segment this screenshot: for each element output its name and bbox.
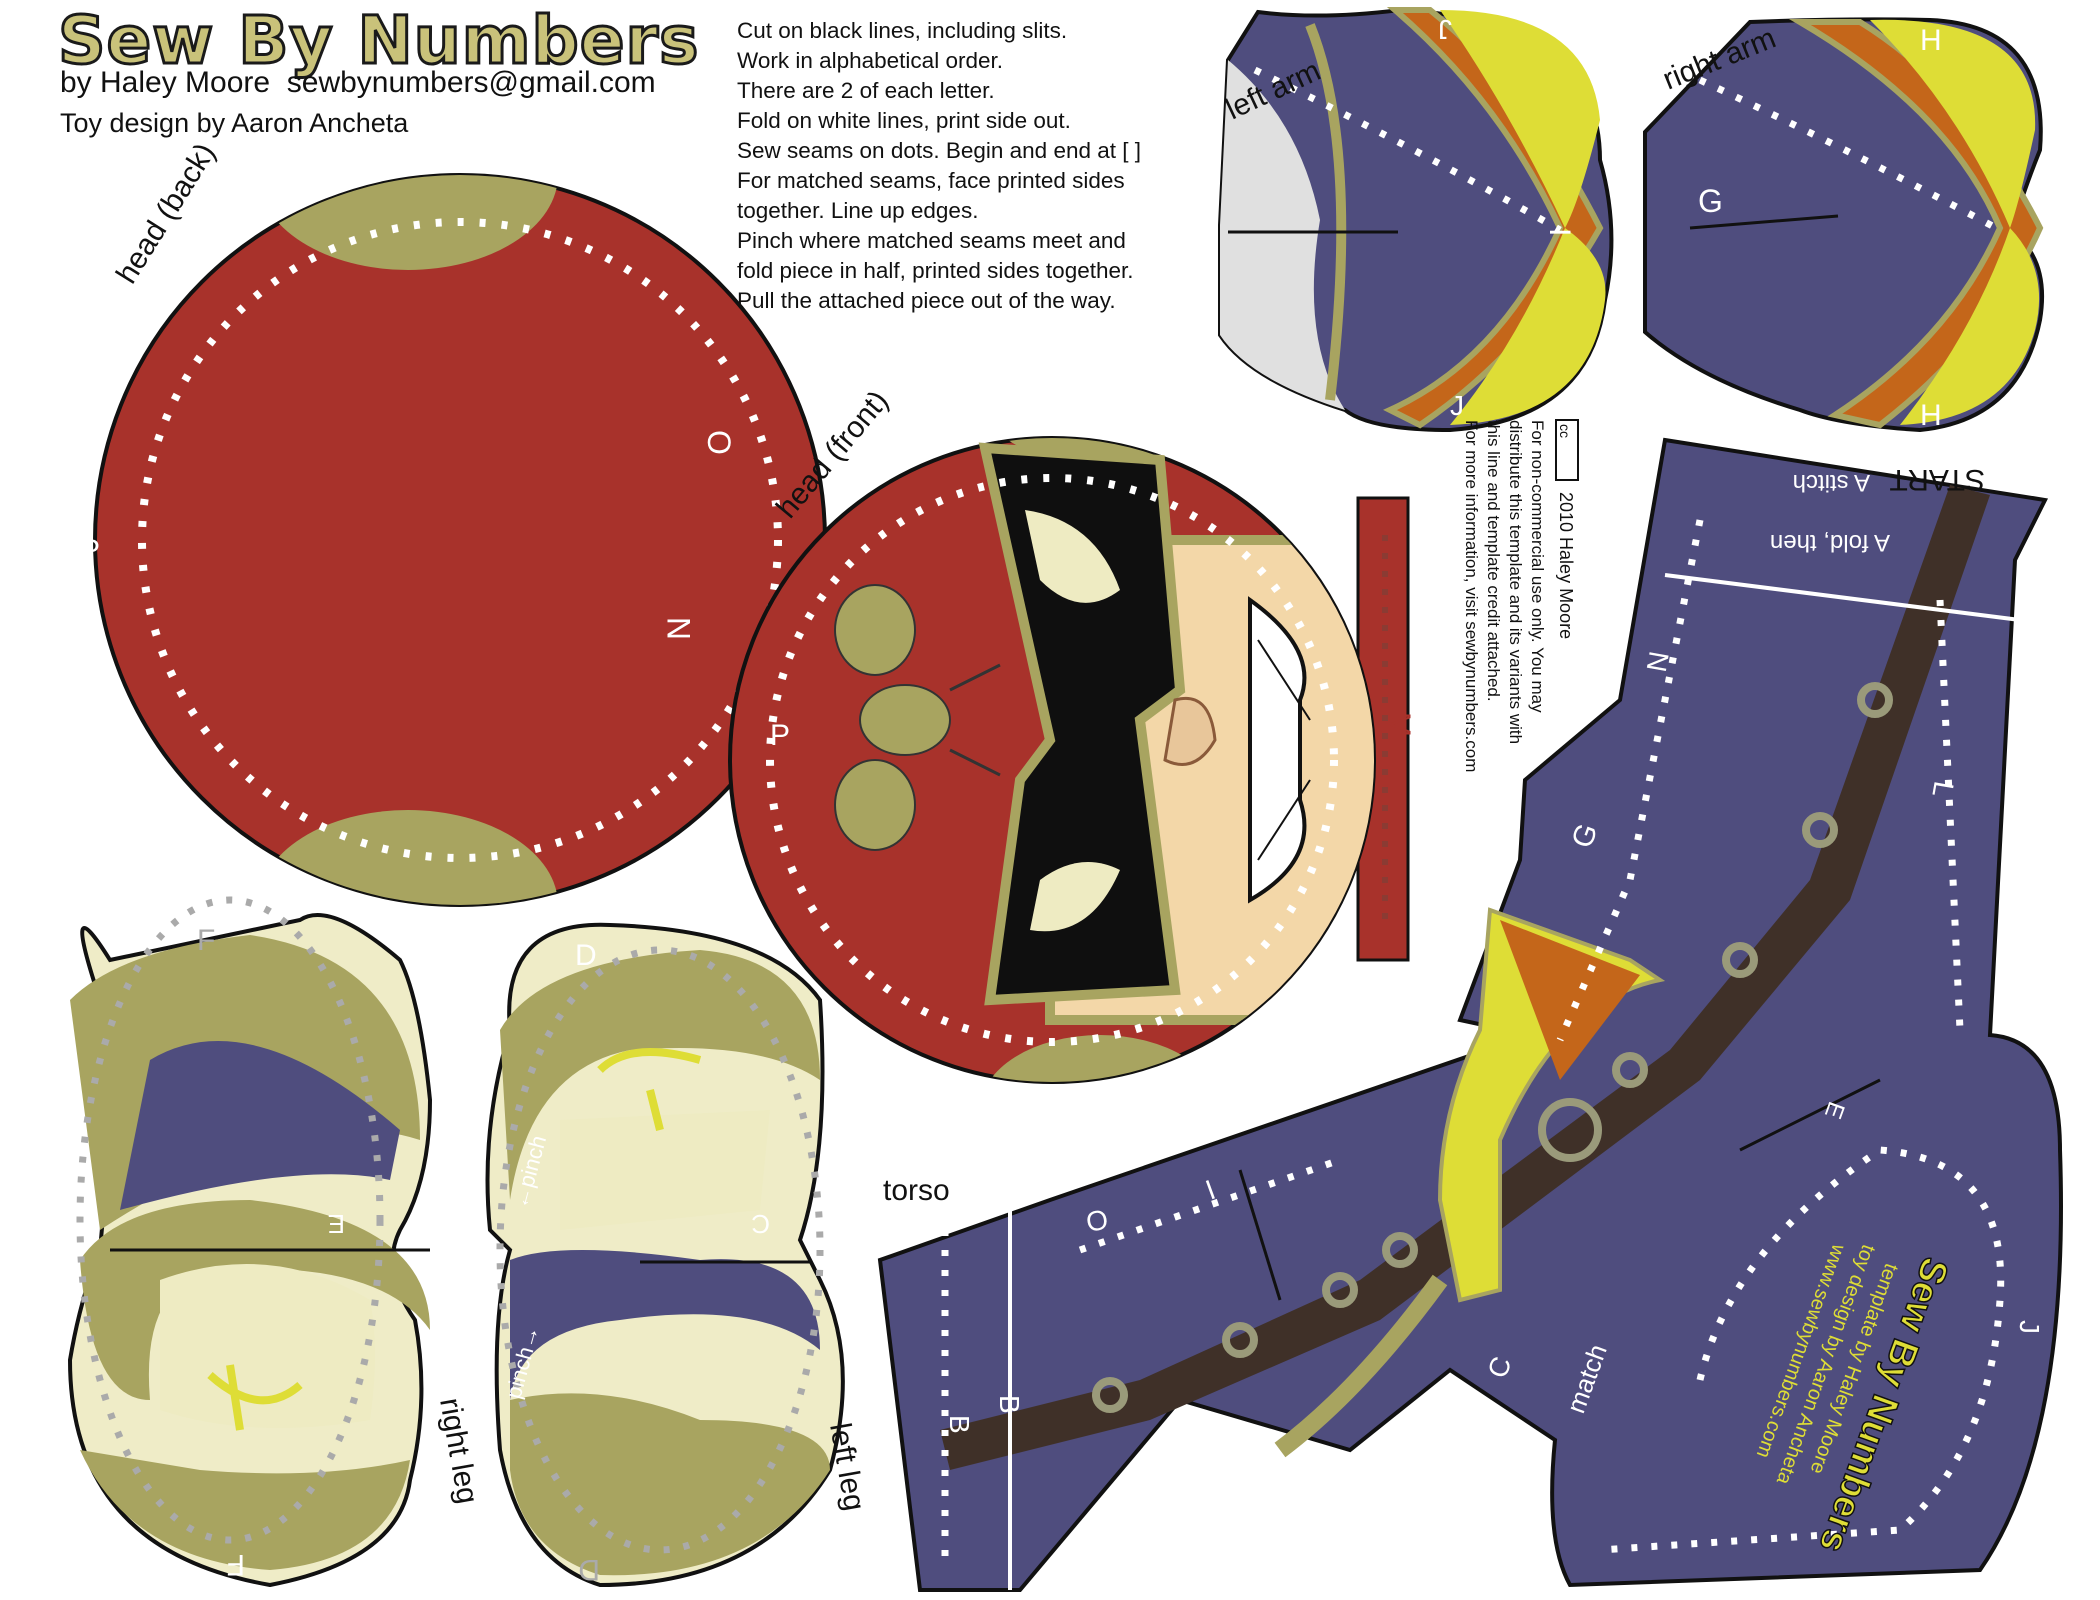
belt-buckle	[1538, 1098, 1602, 1162]
nose	[1163, 697, 1217, 766]
head-front-piece: P M head (front)	[728, 384, 1416, 1084]
left-arm-letter-j-bottom: J	[1450, 390, 1464, 421]
cc-badge-icon	[1555, 419, 1579, 481]
head-back-letter-p: P	[80, 534, 100, 567]
left-leg-piece: D C D ←pinch pinch→ left leg	[485, 922, 871, 1588]
left-leg-letter-d-top: D	[575, 939, 597, 972]
instruction-line: Pinch where matched seams meet and	[737, 228, 1126, 253]
torso-shape	[877, 437, 2063, 1592]
grinning-teeth	[1248, 596, 1307, 904]
license-block: cc 2010 Haley Moore For non-commercial u…	[1462, 419, 1579, 772]
left-arm-letter-j-top: J	[1438, 14, 1452, 45]
torso-letter-b: B	[994, 1395, 1025, 1414]
head-front-letter-m: M	[1383, 712, 1416, 737]
license-line: For more information, visit sewbynumbers…	[1462, 420, 1481, 772]
instruction-line: Cut on black lines, including slits.	[737, 18, 1068, 43]
right-arm-letter-h-bottom: H	[1920, 399, 1942, 432]
belt	[940, 485, 1990, 1470]
head-front-letter-p: P	[770, 719, 790, 752]
left-leg-label: left leg	[823, 1420, 871, 1513]
license-line: distribute this template and its variant…	[1506, 420, 1525, 744]
right-arm-letter-g: G	[1698, 183, 1723, 219]
right-leg-label: right leg	[433, 1395, 484, 1506]
torso-start-label: START	[1889, 463, 1985, 496]
torso-letter-w: W	[1418, 964, 1458, 1003]
instruction-line: Work in alphabetical order.	[737, 48, 1003, 73]
svg-text:cc: cc	[1557, 424, 1573, 438]
mask	[978, 442, 1186, 1006]
instruction-line: Sew seams on dots. Begin and end at [ ]	[737, 138, 1142, 163]
right-leg-letter-f-bottom: F	[227, 1548, 245, 1581]
head-back-circle	[93, 173, 827, 907]
instruction-line: There are 2 of each letter.	[737, 78, 995, 103]
license-line: For non-commercial use only. You may	[1528, 420, 1547, 713]
author-name: by Haley Moore	[60, 66, 271, 99]
torso-piece: START A fold, then A stitch N L G W E J …	[877, 437, 2063, 1600]
falcon-emblem-icon	[834, 584, 1001, 851]
design-credit: Toy design by Aaron Ancheta	[60, 108, 409, 138]
torso-stitch-note: A stitch	[1793, 469, 1870, 496]
left-leg-letter-d-bottom: D	[578, 1553, 600, 1586]
left-arm-piece: J I J left arm	[1218, 7, 1614, 433]
torso-letter-l: L	[1926, 779, 1959, 800]
eye-left	[1025, 510, 1120, 603]
head-front-seam	[766, 474, 1338, 1046]
right-leg-emblem-icon	[207, 1364, 303, 1431]
instruction-line: Pull the attached piece out of the way.	[737, 288, 1116, 313]
right-arm-letter-h-top: H	[1920, 24, 1942, 57]
instruction-line: fold piece in half, printed sides togeth…	[737, 258, 1134, 283]
right-leg-letter-e: E	[328, 1209, 345, 1239]
brand-title: Sew By Numbers	[56, 1, 700, 81]
torso-label: torso	[883, 1174, 950, 1207]
torso-letter-o: O	[1084, 1204, 1111, 1238]
torso-letter-b: B	[944, 1415, 975, 1434]
head-back-seam	[138, 218, 782, 862]
author-email: sewbynumbers@gmail.com	[286, 66, 656, 99]
torso-letter-k: K	[1761, 1579, 1795, 1600]
left-leg-emblem-icon	[597, 1048, 702, 1131]
right-arm-piece: H G H right arm	[1643, 17, 2045, 433]
torso-letter-k: K	[1236, 1507, 1260, 1541]
instruction-line: Fold on white lines, print side out.	[737, 108, 1071, 133]
head-back-letter-n: N	[661, 617, 697, 640]
head-back-letter-o: O	[701, 430, 737, 455]
author-line: by Haley Moore sewbynumbers@gmail.com	[60, 66, 656, 100]
instructions: Cut on black lines, including slits. Wor…	[737, 16, 1141, 316]
right-leg-letter-f-top: F	[197, 924, 215, 957]
instruction-line: together. Line up edges.	[737, 198, 979, 223]
eye-right	[1030, 862, 1120, 932]
license-line: this line and template credit attached.	[1484, 420, 1503, 702]
head-back-label: head (back)	[110, 137, 222, 289]
torso-letter-j: J	[2014, 1320, 2045, 1334]
torso-fold-note: A fold, then	[1770, 529, 1890, 556]
head-back-piece: P O N head (back)	[80, 137, 827, 907]
left-leg-letter-c: C	[751, 1209, 770, 1239]
license-year: 2010 Haley Moore	[1556, 492, 1576, 639]
instruction-line: For matched seams, face printed sides	[737, 168, 1125, 193]
right-leg-piece: F E F right leg	[67, 896, 484, 1588]
left-arm-letter-i: I	[1543, 228, 1576, 236]
